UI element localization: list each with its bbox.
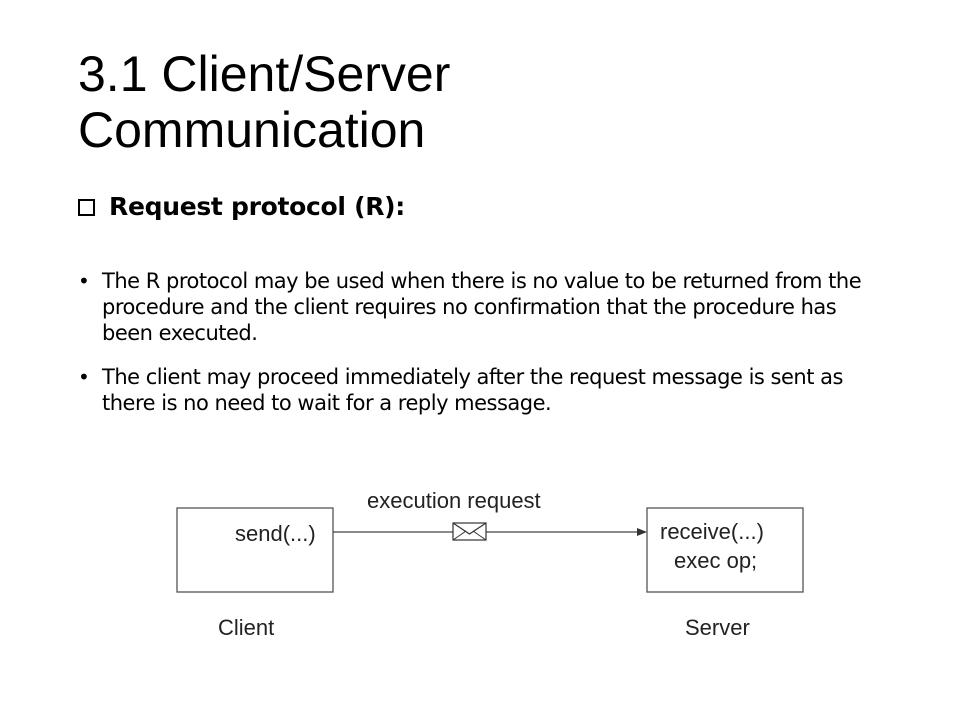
bullet-text: The client may proceed immediately after… [102, 365, 843, 415]
slide-title: 3.1 Client/Server Communication [78, 46, 898, 158]
checkbox-bullet-icon [78, 199, 95, 216]
server-code-line-2: exec op; [674, 548, 757, 573]
section-heading: Request protocol (R): [78, 192, 405, 221]
bullet-dot-icon: • [78, 365, 90, 389]
client-label: Client [218, 615, 274, 640]
section-heading-label: Request protocol (R): [109, 192, 405, 221]
server-box [646, 507, 804, 593]
title-line-2: Communication [78, 102, 426, 158]
request-protocol-diagram: execution request send(...) receive(...)… [176, 488, 804, 640]
title-line-1: 3.1 Client/Server [78, 46, 451, 102]
bullet-list: • The R protocol may be used when there … [78, 268, 878, 434]
bullet-item: • The R protocol may be used when there … [78, 268, 878, 346]
bullet-dot-icon: • [78, 269, 90, 293]
client-code: send(...) [235, 521, 316, 546]
bullet-item: • The client may proceed immediately aft… [78, 364, 878, 416]
bullet-text: The R protocol may be used when there is… [102, 269, 862, 345]
envelope-icon [452, 522, 487, 541]
message-label: execution request [367, 488, 541, 513]
server-code-line-1: receive(...) [660, 519, 764, 544]
client-box [176, 507, 334, 593]
server-label: Server [685, 615, 750, 640]
request-arrow-head [637, 528, 647, 536]
